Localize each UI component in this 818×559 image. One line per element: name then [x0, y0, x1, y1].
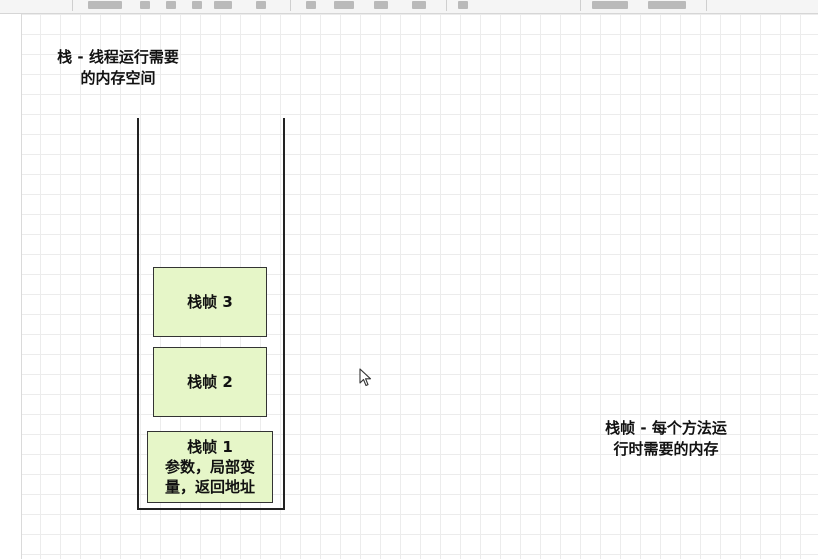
link-button[interactable]: [458, 1, 468, 9]
align-button[interactable]: [256, 1, 266, 9]
line-style-button[interactable]: [374, 1, 388, 9]
stack-title-line1: 栈 - 线程运行需要: [57, 48, 179, 66]
fill-color-button[interactable]: [306, 1, 316, 9]
frame-2-label: 栈帧 2: [187, 373, 233, 391]
stack-outline[interactable]: [137, 118, 285, 510]
italic-button[interactable]: [166, 1, 176, 9]
stack-frame-3[interactable]: 栈帧 3: [153, 267, 267, 337]
stack-title[interactable]: 栈 - 线程运行需要 的内存空间: [40, 47, 196, 89]
more-options-button[interactable]: [412, 1, 426, 9]
group-button[interactable]: [648, 1, 686, 9]
toolbar-separator: [706, 0, 707, 11]
frame-3-label: 栈帧 3: [187, 293, 233, 311]
toolbar-separator: [72, 0, 73, 11]
toolbar-separator: [580, 0, 581, 11]
toolbar-separator: [290, 0, 291, 11]
arrange-button[interactable]: [592, 1, 628, 9]
frame-note[interactable]: 栈帧 - 每个方法运 行时需要的内存: [588, 418, 744, 460]
grid-canvas[interactable]: [0, 14, 818, 559]
text-color-button[interactable]: [214, 1, 232, 9]
underline-button[interactable]: [192, 1, 202, 9]
frame-note-line2: 行时需要的内存: [613, 440, 719, 458]
stack-title-line2: 的内存空间: [80, 69, 156, 87]
line-color-button[interactable]: [334, 1, 354, 9]
toolbar-separator: [446, 0, 447, 11]
arrow-pointer-icon: [359, 368, 372, 387]
font-size-control[interactable]: [88, 1, 122, 9]
bold-button[interactable]: [140, 1, 150, 9]
toolbar: [0, 0, 818, 14]
stack-frame-1[interactable]: 栈帧 1 参数，局部变 量，返回地址: [147, 431, 273, 503]
left-ruler: [0, 14, 22, 559]
stack-frame-2[interactable]: 栈帧 2: [153, 347, 267, 417]
frame-note-line1: 栈帧 - 每个方法运: [605, 419, 727, 437]
frame-1-detail-line2: 量，返回地址: [164, 478, 255, 496]
frame-1-detail-line1: 参数，局部变: [164, 458, 255, 476]
frame-1-label: 栈帧 1: [187, 438, 233, 456]
